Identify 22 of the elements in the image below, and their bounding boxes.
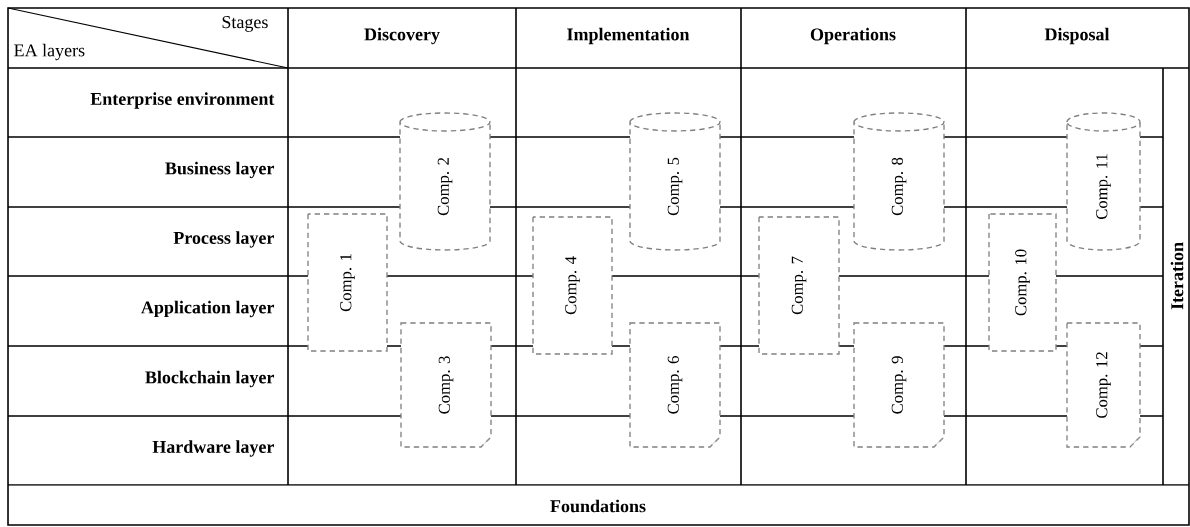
axis-caption: EA layers xyxy=(14,43,85,61)
row-heading: Iteration xyxy=(1170,242,1184,310)
column-heading: Implementation xyxy=(567,27,690,45)
database-cylinder: Comp. 11 xyxy=(1066,112,1141,251)
axis-caption: Stages xyxy=(222,16,268,32)
row-heading: Application layer xyxy=(141,300,275,318)
component-box: Comp. 4 xyxy=(532,216,613,355)
column-heading: Discovery xyxy=(364,27,440,45)
component-box: Comp. 7 xyxy=(758,216,840,355)
column-heading: Operations xyxy=(810,27,896,45)
database-cylinder: Comp. 8 xyxy=(853,112,945,251)
row-heading: Hardware layer xyxy=(152,440,274,457)
column-heading: Disposal xyxy=(1044,27,1110,45)
row-heading: Blockchain layer xyxy=(145,370,275,388)
row-heading: Foundations xyxy=(550,499,646,513)
database-cylinder: Comp. 5 xyxy=(629,112,721,251)
component-box: Comp. 10 xyxy=(988,213,1057,352)
row-heading: Process layer xyxy=(173,231,274,248)
row-heading: Business layer xyxy=(165,161,275,179)
database-cylinder: Comp. 2 xyxy=(399,112,491,251)
row-heading: Enterprise environment xyxy=(90,92,275,109)
component-box: Comp. 1 xyxy=(307,213,388,352)
